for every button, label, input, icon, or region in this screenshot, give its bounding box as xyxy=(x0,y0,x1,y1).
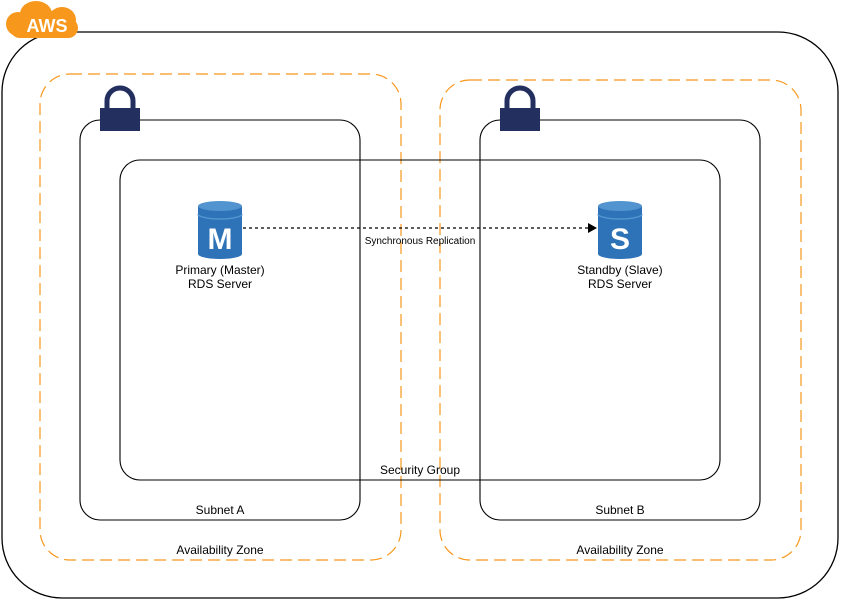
primary-db-letter: M xyxy=(208,223,233,256)
primary-server-label-line1: Primary (Master) xyxy=(175,263,264,277)
availability-zone-b-label: Availability Zone xyxy=(576,543,663,557)
aws-cloud-boundary xyxy=(1,31,839,599)
availability-zone-a xyxy=(39,73,402,561)
subnet-b xyxy=(479,119,761,521)
security-group xyxy=(119,159,721,481)
padlock-icon xyxy=(100,85,140,131)
primary-server-label-line2: RDS Server xyxy=(188,277,252,291)
standby-server-label-line2: RDS Server xyxy=(588,277,652,291)
rds-database-icon: S xyxy=(597,201,643,259)
padlock-icon xyxy=(500,85,540,131)
rds-database-icon: M xyxy=(197,201,243,259)
subnet-a xyxy=(79,119,361,521)
aws-cloud-icon: AWS xyxy=(6,1,78,38)
aws-label: AWS xyxy=(26,16,67,36)
standby-db-letter: S xyxy=(610,223,630,256)
availability-zone-b xyxy=(439,79,802,561)
replication-label: Synchronous Replication xyxy=(365,236,476,247)
subnet-a-label: Subnet A xyxy=(196,503,245,517)
standby-server-label-line1: Standby (Slave) xyxy=(577,263,662,277)
subnet-b-label: Subnet B xyxy=(595,503,644,517)
availability-zone-a-label: Availability Zone xyxy=(176,543,263,557)
security-group-label: Security Group xyxy=(380,463,460,477)
